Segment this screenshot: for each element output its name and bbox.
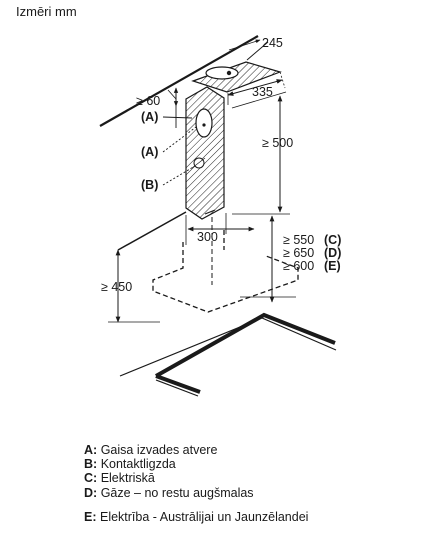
dim-550-label: ≥ 550 [283, 233, 314, 247]
legend-row-d: D: Gāze – no restu augšmalas [84, 486, 308, 500]
dim-width-chimney: 300 [185, 213, 255, 245]
dim-300-label: 300 [197, 230, 218, 244]
dim-wall-height: ≥ 450 [101, 249, 160, 323]
dim-60-label: ≥ 60 [136, 94, 160, 108]
legend-key: D: [84, 485, 98, 500]
dim-650-label: ≥ 650 [283, 246, 314, 260]
legend-row-a: A: Gaisa izvades atvere [84, 443, 308, 457]
cooktop [119, 312, 337, 397]
air-outlet-circle [195, 108, 213, 138]
legend-row-c: C: Elektriskā [84, 471, 308, 485]
legend-key: A: [84, 443, 98, 457]
legend-key: E: [84, 509, 97, 524]
diagram-title: Izmēri mm [16, 4, 77, 19]
callout-c: (C) [324, 233, 341, 247]
dim-height: ≥ 500 [231, 91, 293, 215]
legend-text: Kontaktligzda [100, 457, 176, 472]
legend-row-b: B: Kontaktligzda [84, 457, 308, 471]
callout-a-upper: (A) [141, 110, 158, 124]
dim-500-label: ≥ 500 [262, 136, 293, 150]
dim-335-label: 335 [252, 85, 273, 99]
legend: A: Gaisa izvades atvere B: Kontaktligzda… [84, 443, 308, 524]
callout-d: (D) [324, 246, 341, 260]
callout-b: (B) [141, 178, 158, 192]
legend-text: Elektrība - Austrālijai un Jaunzēlandei [99, 509, 309, 524]
dim-width-top: 245 [228, 36, 283, 61]
dim-245-label: 245 [262, 36, 283, 50]
legend-row-e: E: Elektrība - Austrālijai un Jaunzēland… [84, 510, 308, 524]
legend-key: B: [84, 457, 98, 472]
wall-line [117, 211, 187, 251]
chimney-duct [185, 86, 225, 220]
callout-a-lower: (A) [141, 145, 158, 159]
dim-clearance: ≥ 550 (C) ≥ 650 (D) ≥ 600 (E) [240, 215, 341, 303]
legend-text: Gāze – no restu augšmalas [100, 485, 254, 500]
legend-text: Elektriskā [100, 471, 155, 486]
callout-e: (E) [324, 259, 341, 273]
legend-text: Gaisa izvades atvere [100, 443, 218, 457]
dim-offset: ≥ 60 [136, 87, 179, 128]
hood-dashed-outline [152, 230, 299, 313]
dim-450-label: ≥ 450 [101, 280, 132, 294]
dim-600-label: ≥ 600 [283, 259, 314, 273]
ceiling-line [99, 35, 259, 127]
legend-key: C: [84, 471, 98, 486]
dim-depth-top: 335 [227, 71, 286, 105]
